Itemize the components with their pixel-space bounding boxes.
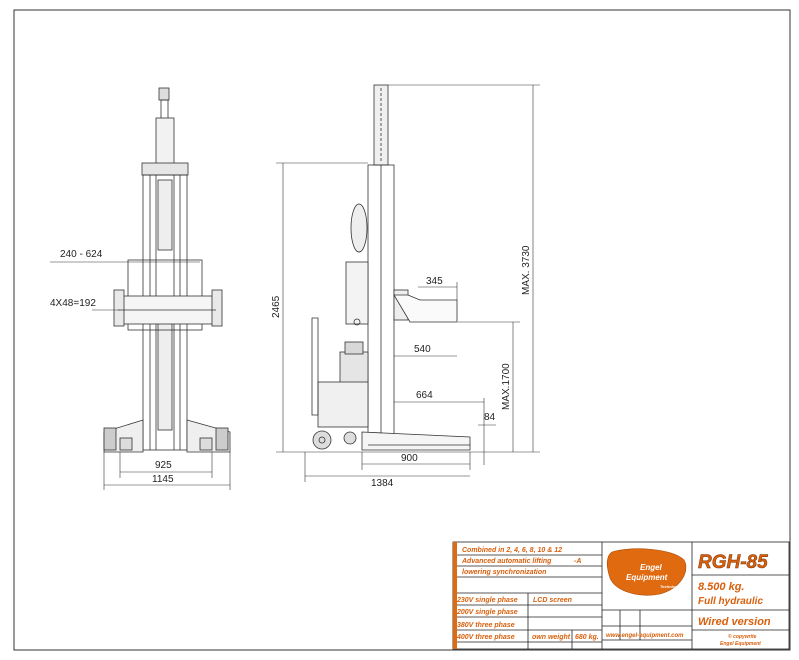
front-cylinder-top	[158, 87, 170, 101]
side-view	[311, 84, 471, 451]
feature-line-1: Combined in 2, 4, 6, 8, 10 & 12	[462, 547, 562, 554]
drive: Full hydraulic	[698, 596, 763, 607]
feature-line-3: lowering synchronization	[462, 569, 546, 576]
copyright-2: Engel Equipment	[720, 641, 761, 647]
website: www.engel-equipment.com	[606, 633, 684, 639]
dim-inner-width: 925	[155, 460, 172, 471]
dim-outer-width: 1145	[152, 474, 174, 485]
own-weight-value: 680 kg.	[575, 634, 599, 641]
logo-line-1: Engel	[640, 563, 663, 572]
front-cylinder-rod	[160, 99, 169, 121]
front-cylinder	[155, 117, 175, 167]
dim-forks: 4X48=192	[50, 298, 96, 309]
dim-lift-range: 240 - 624	[60, 249, 103, 260]
feature-tick: -A	[574, 558, 581, 565]
copyright: © copywrite	[728, 633, 757, 640]
own-weight-label: own weight	[532, 634, 571, 641]
dim-664: 664	[416, 390, 433, 401]
logo-line-2: Equipment	[626, 573, 668, 582]
logo-sub: Technical	[660, 584, 679, 589]
side-control-box	[345, 261, 369, 325]
dim-84: 84	[484, 412, 496, 423]
power-line-2: 200V single phase	[456, 609, 518, 616]
power-line-3: 380V three phase	[457, 622, 515, 629]
dim-fork-width: 345	[426, 276, 443, 287]
front-view	[103, 87, 231, 453]
engel-logo: Engel Equipment Technical	[606, 548, 687, 596]
title-power: 230V single phase 200V single phase 380V…	[456, 597, 599, 641]
screen-label: LCD screen	[533, 597, 572, 604]
power-line-1: 230V single phase	[456, 597, 518, 604]
title-accent-bar	[453, 542, 457, 649]
side-lamp	[350, 203, 368, 253]
sheet-border	[13, 9, 791, 651]
feature-line-2: Advanced automatic lifting	[461, 558, 552, 565]
side-tank	[317, 381, 369, 428]
version: Wired version	[698, 616, 771, 628]
dim-max-height: MAX. 3730	[521, 245, 532, 295]
dim-540: 540	[414, 344, 431, 355]
model-title: RGH-85	[698, 552, 768, 573]
front-carriage	[127, 259, 203, 331]
title-features: Combined in 2, 4, 6, 8, 10 & 12 Advanced…	[461, 547, 581, 576]
dim-total-height: 2465	[271, 295, 282, 318]
dim-1384: 1384	[371, 478, 394, 489]
dim-max-lift: MAX.1700	[501, 363, 512, 410]
power-line-4: 400V three phase	[456, 634, 515, 641]
side-wheel	[312, 430, 332, 450]
side-dimensions	[276, 84, 540, 482]
side-base-leg	[361, 431, 471, 451]
dim-900: 900	[401, 453, 418, 464]
front-dimensions	[50, 261, 231, 490]
capacity: 8.500 kg.	[698, 581, 744, 593]
front-column-head	[141, 162, 189, 176]
side-handle	[311, 317, 319, 416]
